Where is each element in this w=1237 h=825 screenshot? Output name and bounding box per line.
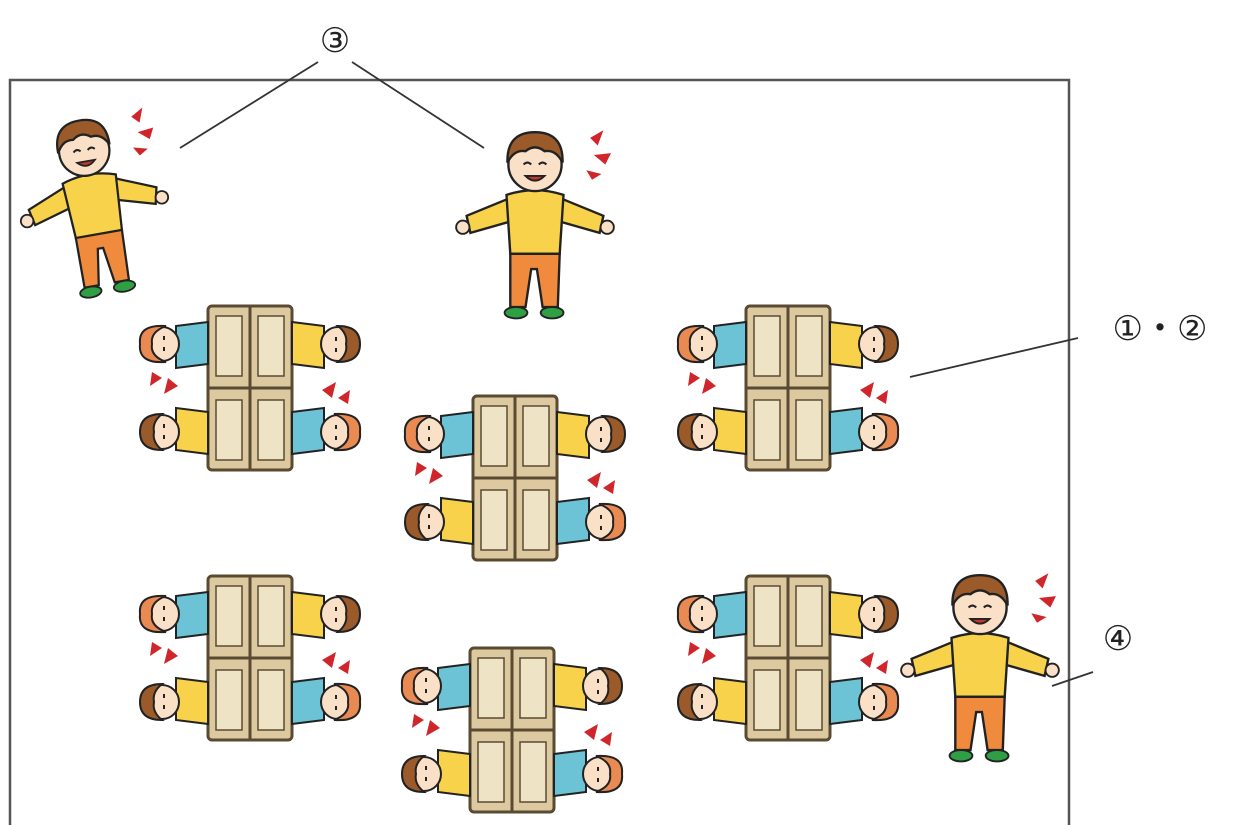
standing-person-top-left <box>3 104 185 309</box>
leader-line-3-right <box>351 61 485 149</box>
standing-person-top-center <box>454 128 616 320</box>
desk-group-5 <box>402 648 622 812</box>
leader-line-4 <box>1051 671 1094 687</box>
label-1-2: ①・② <box>1113 309 1208 349</box>
desk-group-1 <box>140 306 360 470</box>
desk-group-4 <box>140 576 360 740</box>
desk-group-6 <box>678 576 898 740</box>
room-frame <box>8 78 1071 825</box>
leader-line-3-left <box>179 61 319 149</box>
standing-person-right <box>899 571 1061 763</box>
desk-group-3 <box>678 306 898 470</box>
leader-line-1-2 <box>909 337 1079 378</box>
label-3: ③ <box>320 21 350 61</box>
label-4: ④ <box>1103 619 1133 659</box>
desk-group-2 <box>405 396 625 560</box>
